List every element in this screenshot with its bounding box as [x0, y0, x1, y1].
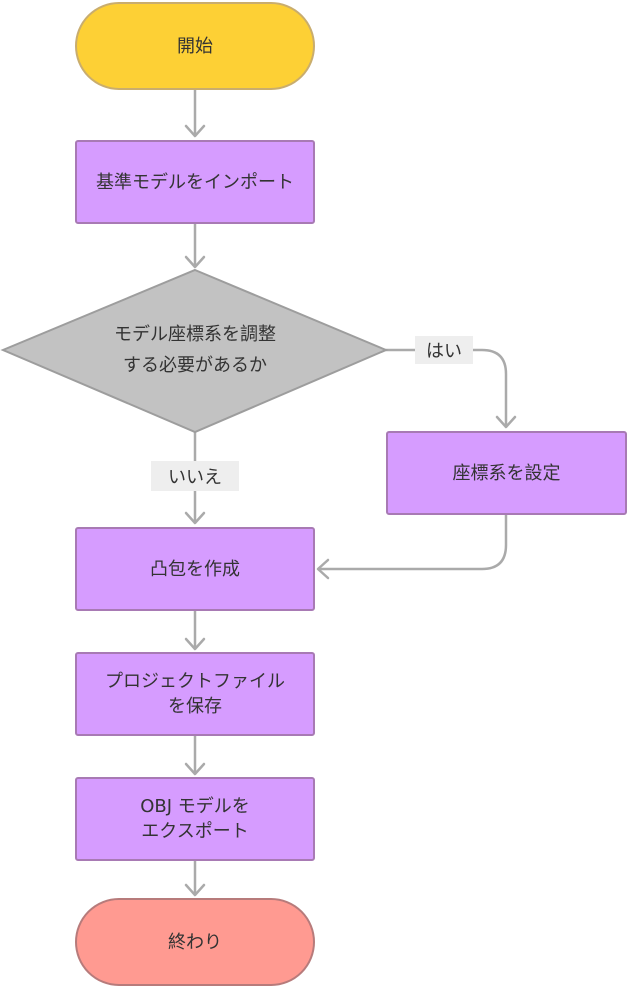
start-label: 開始 [177, 35, 213, 57]
arrowhead [316, 558, 330, 580]
export-obj-label-line2: エクスポート [141, 821, 249, 842]
set-coords-node: 座標系を設定 [386, 431, 627, 515]
edge-setcoords-to-convexhull [318, 513, 508, 571]
no-edge-label: いいえ [151, 461, 239, 491]
decision-label-line2: する必要があるか [123, 355, 267, 376]
end-label: 終わり [168, 931, 222, 953]
save-project-node: プロジェクトファイル を保存 [75, 652, 315, 736]
decision-label-line1: モデル座標系を調整 [114, 324, 276, 345]
decision-diamond [0, 268, 389, 434]
save-project-label-line1: プロジェクトファイル [105, 671, 285, 692]
save-project-label-line2: を保存 [168, 696, 222, 717]
start-node: 開始 [75, 2, 315, 90]
yes-edge-label: はい [415, 336, 473, 364]
convex-hull-label: 凸包を作成 [150, 558, 240, 580]
import-model-node: 基準モデルをインポート [75, 140, 315, 224]
edge-decision-to-setcoords [384, 348, 508, 426]
arrowhead [184, 762, 206, 776]
export-obj-label-line1: OBJ モデルを [140, 796, 250, 817]
arrowhead [184, 511, 206, 525]
end-node: 終わり [75, 898, 315, 986]
decision-label: モデル座標系を調整 する必要があるか [60, 310, 330, 390]
arrowhead [184, 883, 206, 897]
convex-hull-node: 凸包を作成 [75, 527, 315, 611]
arrowhead [184, 124, 206, 138]
import-model-label: 基準モデルをインポート [96, 171, 294, 193]
arrowhead [184, 255, 206, 269]
arrowhead [184, 637, 206, 651]
arrowhead [495, 415, 517, 429]
export-obj-node: OBJ モデルを エクスポート [75, 777, 315, 861]
set-coords-label: 座標系を設定 [452, 462, 561, 484]
